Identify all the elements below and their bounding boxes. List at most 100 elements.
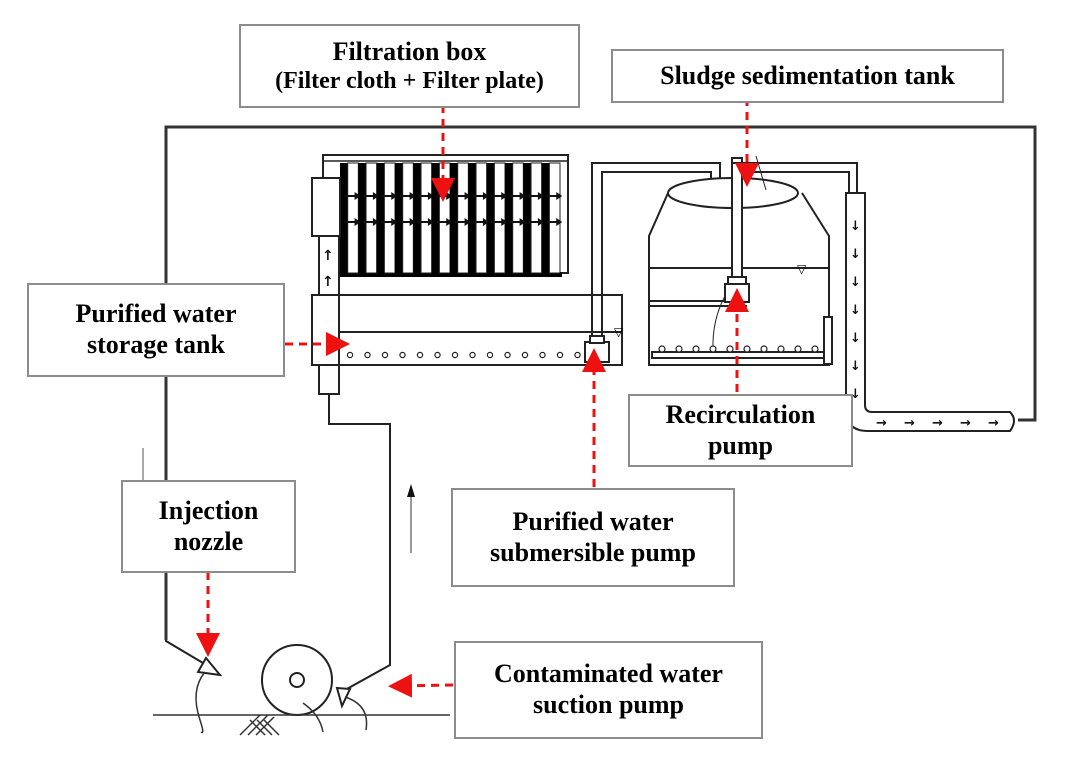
wheel-flow-curve <box>302 702 324 733</box>
filter-cloth <box>512 162 524 274</box>
aeration-bubble <box>574 351 581 359</box>
label-suction-pump-line2: suction pump <box>533 690 684 719</box>
label-sludge-tank-text: Sludge sedimentation tank <box>660 60 955 90</box>
sedimentation-bubble <box>726 345 734 353</box>
filter-flow-arrowhead <box>409 218 416 226</box>
filter-flow-arrowhead <box>501 218 508 226</box>
filter-flow-arrowhead <box>537 192 544 200</box>
filter-flow-arrowhead <box>501 192 508 200</box>
injection-spray <box>195 671 206 734</box>
filter-plate <box>413 163 422 273</box>
filter-plate <box>486 163 495 273</box>
filter-cloth <box>365 162 378 274</box>
sedimentation-bubble <box>777 345 785 353</box>
filter-flow-arrowhead <box>519 218 526 226</box>
purified-water-storage-tank <box>311 294 623 366</box>
sedimentation-outlet-pipe <box>731 162 858 193</box>
filter-flow-arrows <box>344 192 563 226</box>
filter-cloth <box>475 162 488 274</box>
ground-surface <box>153 714 450 736</box>
filter-cloth <box>402 162 414 274</box>
sedimentation-aeration-bubbles <box>658 345 819 353</box>
filter-flow-arrowhead <box>537 218 544 226</box>
label-suction-pump-line1: Contaminated water <box>494 659 723 689</box>
aeration-bubble <box>486 351 494 359</box>
downpipe-flow-arrows: ↓ ↓ ↓ ↓ ↓ ↓ ↓ <box>850 219 861 402</box>
return-flow-arrows: →→→→→ <box>876 416 999 431</box>
suction-nozzle-icon <box>335 686 352 709</box>
aeration-bubble <box>521 351 529 359</box>
filter-flow-arrowhead <box>372 192 379 200</box>
label-recirculation-pump: Recirculation pump <box>628 394 853 467</box>
aeration-bubble <box>399 351 406 359</box>
flow-arrow-down-icon: ↓ <box>850 219 861 234</box>
label-injection-nozzle: Injection nozzle <box>121 480 296 573</box>
filter-plates <box>340 162 561 274</box>
sedimentation-bubble <box>675 345 683 353</box>
sedimentation-bubble <box>709 345 717 353</box>
filter-cloth <box>420 162 433 274</box>
aeration-bubble <box>504 351 511 359</box>
filter-flow-arrowhead <box>372 218 379 226</box>
sedimentation-bubble <box>760 345 768 353</box>
flow-arrow-down-icon: ↓ <box>850 275 861 290</box>
aeration-bubble <box>539 351 546 359</box>
flow-arrow-up-icon: ↑ <box>322 274 334 290</box>
filter-plate <box>358 163 367 273</box>
upward-flow-hint-arrow <box>407 484 415 553</box>
filter-plate <box>340 163 348 273</box>
filter-flow-arrowhead <box>556 192 563 200</box>
flow-arrow-right-icon: → <box>960 416 971 431</box>
filter-cloth <box>548 162 561 274</box>
filter-cloth <box>347 162 359 274</box>
filter-flow-arrowhead <box>427 218 434 226</box>
flow-arrow-down-icon: ↓ <box>850 247 861 262</box>
flow-arrow-down-icon: ↓ <box>850 331 861 346</box>
filter-cloth <box>530 162 543 274</box>
label-storage-tank-line1: Purified water <box>75 299 237 329</box>
filter-plate <box>376 163 385 273</box>
filter-plate <box>523 163 532 273</box>
flow-arrow-down-icon: ↓ <box>850 303 861 318</box>
label-filtration-box: Filtration box (Filter cloth + Filter pl… <box>239 24 580 108</box>
label-filtration-box-title: Filtration box <box>332 36 487 66</box>
sedimentation-bubble <box>811 345 819 353</box>
aeration-bubble <box>364 351 371 359</box>
filter-plate <box>450 163 458 273</box>
filter-cloth <box>383 162 396 274</box>
filter-cloth <box>493 162 506 274</box>
filter-cloth <box>438 162 451 274</box>
label-purified-water-storage-tank: Purified water storage tank <box>27 283 285 377</box>
label-filtration-box-subtitle: (Filter cloth + Filter plate) <box>275 68 544 95</box>
filter-cloth <box>457 162 469 274</box>
aeration-bubble <box>434 351 441 359</box>
label-pointers <box>196 98 759 698</box>
label-recirculation-pump-line1: Recirculation <box>665 399 816 429</box>
flow-arrow-right-icon: → <box>904 416 915 431</box>
suction-supply-line <box>328 394 391 691</box>
label-submersible-pump-line2: submersible pump <box>490 537 696 567</box>
label-injection-nozzle-line1: Injection <box>158 495 259 525</box>
sedimentation-water-level-icon: ▽ <box>797 262 807 276</box>
filter-flow-arrowhead <box>464 192 471 200</box>
injection-nozzle-icon <box>196 656 223 677</box>
filter-flow-arrowhead <box>482 192 489 200</box>
filter-plate <box>505 163 513 273</box>
aeration-bubble <box>416 351 424 359</box>
filtration-box <box>322 154 569 277</box>
flow-arrow-down-icon: ↓ <box>850 387 861 402</box>
suction-intake-curve <box>344 696 368 731</box>
aeration-bubble <box>346 351 354 359</box>
flow-arrow-right-icon: → <box>932 416 943 431</box>
filter-flow-arrowhead <box>446 218 453 226</box>
label-submersible-pump-line1: Purified water <box>512 506 674 536</box>
injection-nozzle-line <box>165 640 204 664</box>
sedimentation-bubble <box>658 345 666 353</box>
downpipe-to-return <box>845 192 1015 432</box>
sedimentation-bubble <box>743 345 751 353</box>
label-contaminated-water-suction-pump: Contaminated water suction pump <box>454 641 763 739</box>
filter-flow-arrowhead <box>354 192 361 200</box>
flow-arrow-down-icon: ↓ <box>850 359 861 374</box>
label-sludge-sedimentation-tank: Sludge sedimentation tank <box>611 49 1004 103</box>
